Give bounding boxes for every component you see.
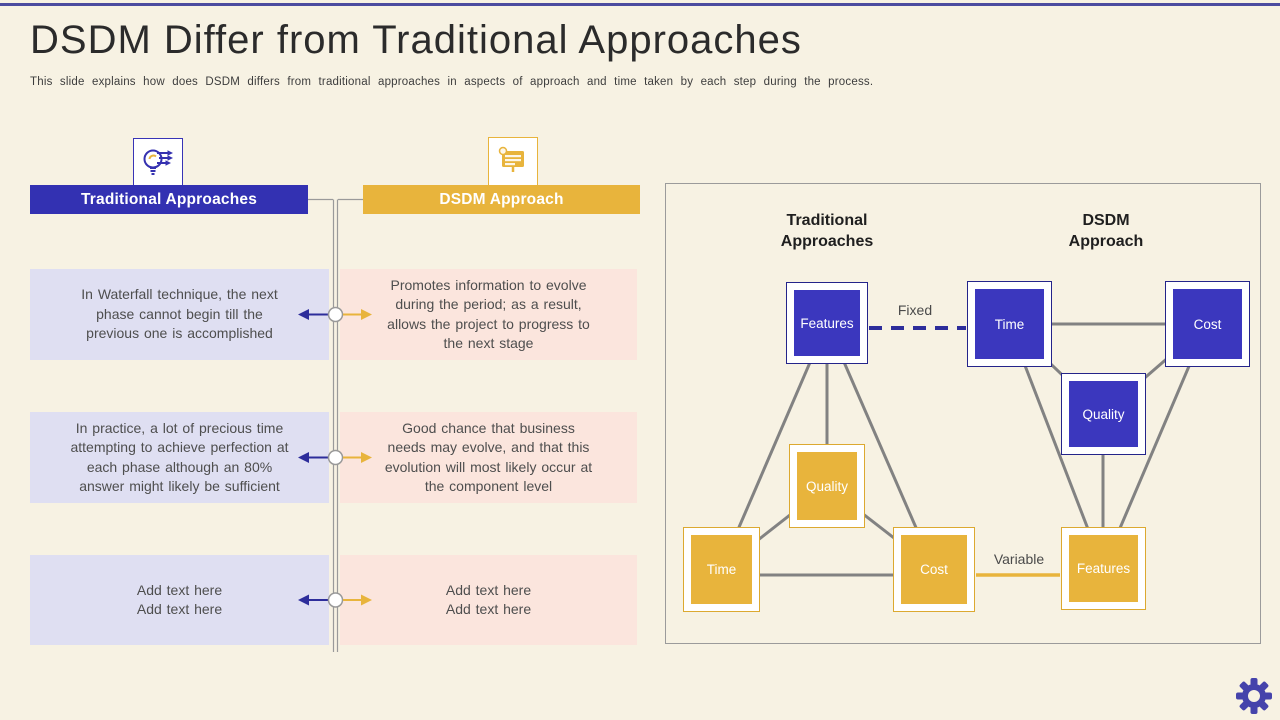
node-label: Features <box>1076 561 1131 576</box>
node-traditional-cost: Cost <box>893 527 975 612</box>
bulb-icon-graphic <box>143 149 173 175</box>
dsdm-row-2: Good chance that business needs may evol… <box>340 412 637 503</box>
node-dsdm-cost: Cost <box>1165 281 1250 367</box>
traditional-approaches-header-label: Traditional Approaches <box>80 190 258 208</box>
node-label: Time <box>706 562 737 577</box>
top-accent-line <box>0 3 1280 6</box>
page-title: DSDM Differ from Traditional Approaches <box>30 18 802 62</box>
fixed-label: Fixed <box>897 302 933 318</box>
dsdm-approach-header: DSDM Approach <box>363 185 640 214</box>
dsdm-row-3-placeholder: Add text here Add text here <box>340 555 637 645</box>
node-traditional-time: Time <box>683 527 760 612</box>
node-traditional-features: Features <box>786 282 868 364</box>
traditional-row-2: In practice, a lot of precious time atte… <box>30 412 329 503</box>
board-list-icon <box>488 137 538 187</box>
board-icon-graphic <box>498 146 524 172</box>
traditional-row-1: In Waterfall technique, the next phase c… <box>30 269 329 360</box>
node-label: Time <box>994 316 1025 332</box>
gear-icon <box>1236 678 1272 714</box>
dsdm-row-1: Promotes information to evolve during th… <box>340 269 637 360</box>
traditional-approaches-header: Traditional Approaches <box>30 185 308 214</box>
node-label: Features <box>800 315 854 331</box>
variable-label: Variable <box>993 551 1045 567</box>
page-subtitle: This slide explains how does DSDM differ… <box>30 76 874 88</box>
dsdm-approach-header-label: DSDM Approach <box>439 190 564 208</box>
node-label: Cost <box>920 562 948 577</box>
traditional-row-3-placeholder: Add text here Add text here <box>30 555 329 645</box>
diagram-traditional-title: Traditional Approaches <box>780 212 874 250</box>
idea-bulb-arrows-icon <box>133 138 183 188</box>
node-traditional-quality: Quality <box>789 444 865 528</box>
node-label: Quality <box>1082 406 1125 422</box>
node-label: Cost <box>1193 316 1222 332</box>
node-dsdm-quality: Quality <box>1061 373 1146 455</box>
diagram-dsdm-title: DSDM Approach <box>1068 212 1144 250</box>
node-dsdm-time: Time <box>967 281 1052 367</box>
node-label: Quality <box>805 478 849 494</box>
diagram-panel <box>665 183 1261 644</box>
node-dsdm-features: Features <box>1061 527 1146 610</box>
